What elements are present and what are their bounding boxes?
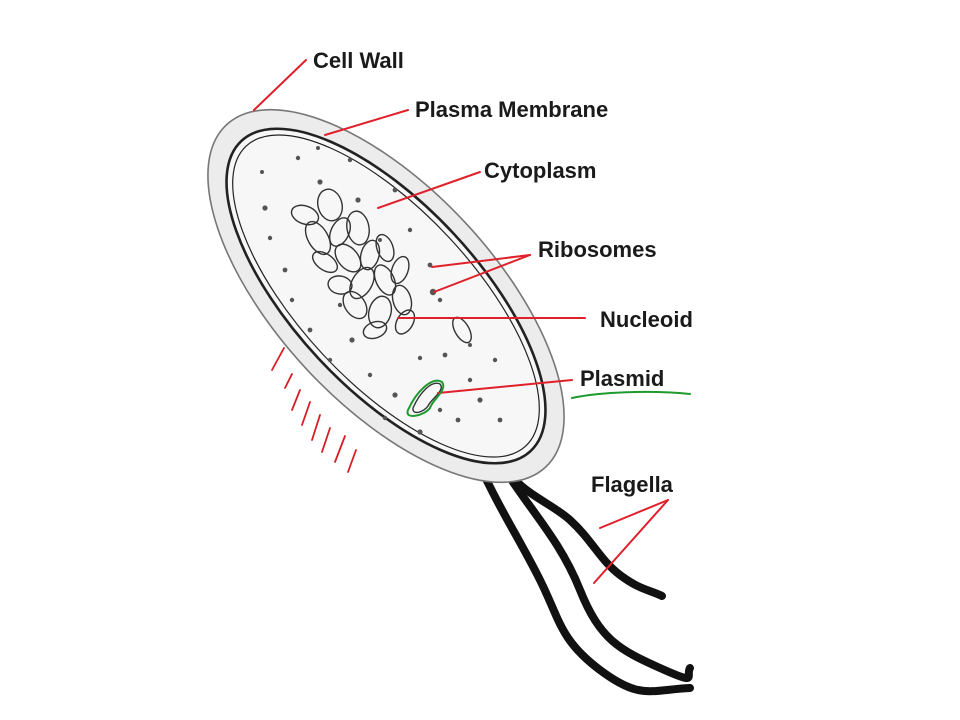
nucleoid-loop — [349, 266, 375, 300]
ribosome-dot — [337, 302, 343, 308]
ribosome-dot — [378, 238, 382, 242]
red-tick-mark — [321, 427, 331, 453]
ribosome-dot — [442, 352, 448, 358]
flagellum-2 — [476, 462, 694, 696]
green-plasmid-annotation — [406, 379, 691, 417]
ribosome-dot — [417, 355, 423, 361]
ribosome-dot — [417, 429, 423, 435]
nucleoid-loop — [346, 210, 370, 246]
ribosome-dot — [492, 357, 498, 363]
nucleoid-loop — [373, 264, 397, 296]
plasmid-loop — [412, 382, 442, 414]
nucleoid-loop — [290, 204, 320, 226]
nucleoid-loop — [359, 239, 381, 271]
nucleoid-loop — [375, 233, 395, 263]
ribosome-dot — [382, 415, 388, 421]
ribosome-dot — [468, 343, 472, 347]
red-tick-annotations — [271, 347, 357, 473]
plasmid-shape — [412, 382, 442, 414]
leader-plasma-membrane — [324, 109, 409, 136]
nucleoid-loop — [316, 188, 344, 222]
ribosome-dot — [392, 392, 398, 398]
leader-flagella-1 — [599, 499, 669, 529]
nucleoid-loop — [311, 250, 339, 274]
ribosome-dot — [349, 337, 355, 343]
ribosome-dot — [437, 407, 443, 413]
leader-plasmid — [437, 379, 573, 394]
red-tick-mark — [311, 414, 321, 441]
label-ribosomes: Ribosomes — [538, 237, 657, 262]
ribosome-dot — [392, 187, 398, 193]
leader-ribosomes-2 — [433, 254, 531, 293]
nucleoid-loops — [290, 188, 472, 344]
ribosomes-dots — [260, 146, 503, 435]
ribosome-dot — [316, 146, 320, 150]
ribosome-dot — [327, 357, 333, 363]
leader-lines — [253, 59, 669, 584]
leader-flagella-2 — [593, 499, 669, 584]
label-nucleoid: Nucleoid — [600, 307, 693, 332]
ribosome-dot — [307, 327, 313, 333]
red-tick-mark — [271, 347, 285, 371]
ribosome-dot — [260, 170, 264, 174]
nucleoid-loop — [342, 290, 368, 320]
labels: Cell Wall Plasma Membrane Cytoplasm Ribo… — [313, 48, 693, 497]
leader-ribosomes-1 — [431, 254, 531, 268]
label-cell-wall: Cell Wall — [313, 48, 404, 73]
nucleoid-loop — [334, 243, 362, 273]
label-cytoplasm: Cytoplasm — [484, 158, 596, 183]
plasma-membrane-shape — [225, 127, 547, 465]
nucleoid-loop — [390, 255, 410, 285]
leader-cell-wall — [253, 59, 307, 111]
nucleoid-loop — [367, 295, 393, 329]
red-tick-mark — [291, 389, 301, 411]
flagellum-3 — [501, 466, 694, 683]
ribosome-dot — [477, 397, 483, 403]
plasmid-underline — [571, 390, 691, 399]
label-plasmid: Plasmid — [580, 366, 664, 391]
red-tick-mark — [347, 449, 357, 473]
nucleoid-loop — [391, 284, 413, 316]
red-tick-mark — [284, 373, 293, 389]
ribosome-dot — [347, 157, 353, 163]
ribosome-dot — [455, 417, 461, 423]
ribosome-dot — [282, 267, 288, 273]
ribosome-dot — [262, 205, 268, 211]
nucleoid-loop — [362, 320, 388, 340]
ribosome-dot — [407, 227, 413, 233]
ribosome-dot — [367, 372, 373, 378]
ribosome-dot — [467, 377, 473, 383]
label-plasma-membrane: Plasma Membrane — [415, 97, 608, 122]
ribosome-dot — [267, 235, 273, 241]
flagellum-1 — [494, 448, 666, 600]
ribosome-dot — [317, 179, 323, 185]
nucleoid-loop — [327, 275, 353, 295]
red-tick-mark — [334, 435, 346, 463]
label-flagella: Flagella — [591, 472, 674, 497]
ribosome-dot — [497, 417, 503, 423]
ribosome-dot — [437, 297, 443, 303]
ribosome-dot — [427, 262, 433, 268]
ribosome-dot — [289, 297, 295, 303]
plasmid-outline-highlight — [406, 379, 445, 417]
plasma-membrane-inner-line — [232, 134, 540, 458]
cell-body — [207, 108, 565, 484]
leader-cytoplasm — [377, 171, 481, 209]
red-tick-mark — [301, 401, 311, 426]
ribosome-dot — [295, 155, 301, 161]
ribosome-dot — [355, 197, 361, 203]
